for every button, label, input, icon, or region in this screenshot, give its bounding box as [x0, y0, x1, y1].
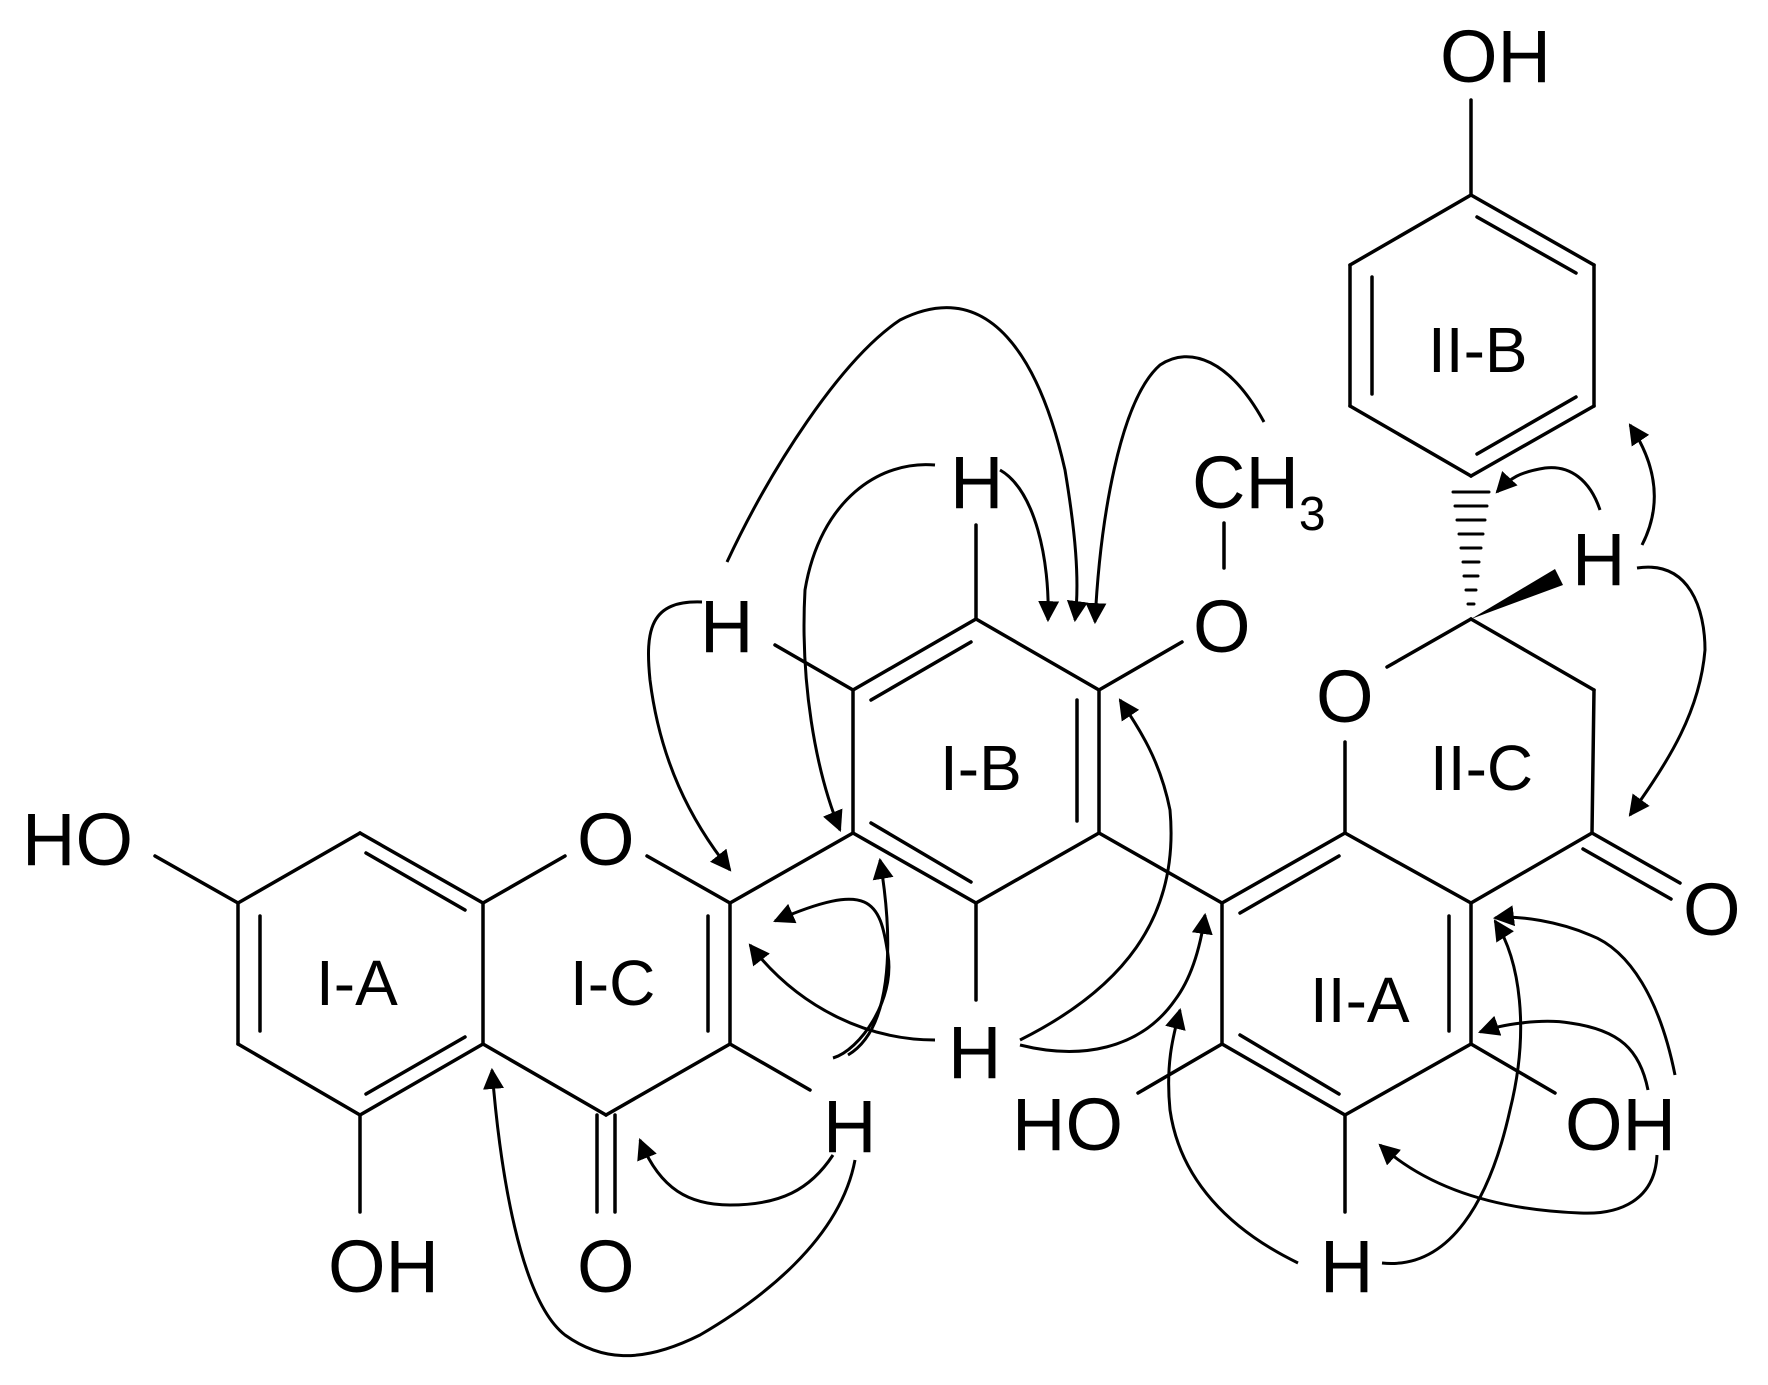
hydrogen-ib-top: H — [950, 441, 1003, 524]
hydrogen-ib6: H — [948, 1011, 1001, 1094]
oh-ring-iia: OH — [1565, 1083, 1676, 1166]
methyl-label: CH3 — [1192, 441, 1326, 541]
hmbc-arrow — [847, 857, 894, 1057]
hmbc-arrow — [748, 943, 936, 1042]
oh-ring-iib: OH — [1440, 15, 1551, 98]
hmbc-arrow — [483, 1067, 857, 1358]
ring-label-iib: II-B — [1428, 314, 1528, 386]
ring-label-ib: I-B — [940, 732, 1022, 804]
hmbc-arrow — [1378, 1143, 1659, 1215]
hmbc-correlations — [483, 306, 1707, 1358]
oxygen-carbonyl-iic: O — [1683, 868, 1741, 951]
hmbc-arrow — [1492, 905, 1677, 1076]
hashed-bond — [1451, 490, 1491, 606]
oxygen-ring-ic: O — [577, 798, 635, 881]
hmbc-arrow — [773, 897, 891, 1060]
hydrogen-iia: H — [1320, 1225, 1373, 1308]
oxygen-carbonyl-ic: O — [577, 1225, 635, 1308]
hmbc-arrow — [725, 306, 1088, 623]
hydrogen-iic2: H — [1572, 518, 1625, 601]
hmbc-arrow — [999, 468, 1060, 623]
ring-label-ic: I-C — [570, 947, 655, 1019]
hmbc-arrow — [1495, 466, 1602, 511]
hmbc-arrow — [1478, 1015, 1650, 1091]
hmbc-arrow — [1628, 423, 1656, 546]
bond-skeleton — [153, 98, 1682, 1214]
atom-labels: HO OH O O H H H H CH3 O O O HO OH H H OH — [22, 15, 1741, 1308]
hmbc-arrow — [1019, 912, 1213, 1053]
hmbc-arrow — [1019, 698, 1173, 1042]
hydrogen-ib2: H — [700, 585, 753, 668]
hmbc-arrow — [1381, 919, 1523, 1265]
hydrogen-ic3: H — [823, 1085, 876, 1168]
ring-labels: I-A I-C I-B II-A II-C II-B — [316, 314, 1533, 1036]
hmbc-arrow — [802, 463, 936, 832]
oxygen-methoxy: O — [1193, 585, 1251, 668]
ring-label-iic: II-C — [1430, 732, 1533, 804]
ho-ring-ia: HO — [22, 798, 133, 881]
hmbc-arrow — [1085, 355, 1266, 625]
hmbc-arrow — [1628, 565, 1707, 817]
oxygen-ring-iic: O — [1316, 655, 1374, 738]
hmbc-arrow — [647, 600, 732, 872]
ring-label-ia: I-A — [316, 947, 398, 1019]
oh-ring-ia-bottom: OH — [328, 1225, 439, 1308]
ring-label-iia: II-A — [1310, 964, 1410, 1036]
hmbc-arrow — [637, 1138, 835, 1207]
ho-ring-iia: HO — [1012, 1083, 1123, 1166]
hmbc-arrow — [1165, 1007, 1299, 1265]
